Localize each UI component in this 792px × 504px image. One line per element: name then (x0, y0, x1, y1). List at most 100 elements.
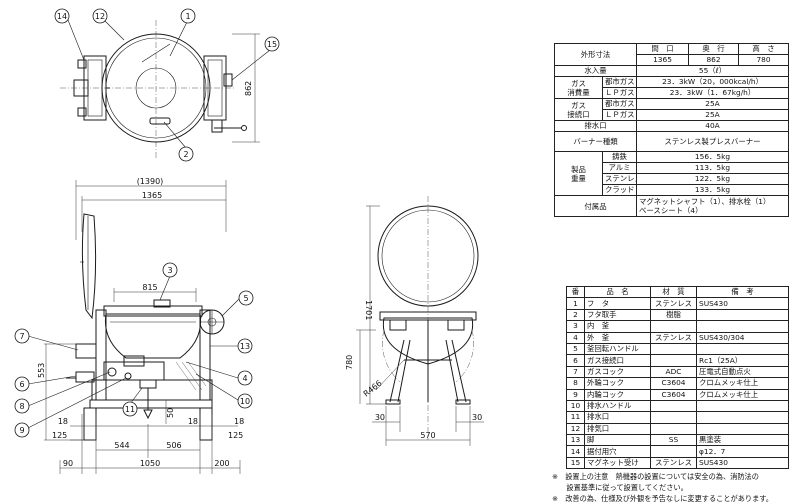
dim-leg-l: 18 (58, 417, 68, 426)
gas-conn-city-label: 都市ガス (601, 98, 638, 110)
weight-material: ステンレス (601, 173, 638, 185)
part-note: SUS430 (696, 456, 789, 470)
part-name: 脚 (584, 434, 651, 447)
weight-label: 製品 重量 (554, 151, 603, 196)
notes: ※ 設置上の注意 熱機器の設置については安全の為、消防法の 設置基準に従って設置… (552, 471, 790, 504)
part-note: 圧電式自動点火 (696, 365, 789, 379)
callout-8: 8 (19, 402, 24, 411)
size-header-width: 間 口 (636, 43, 690, 55)
dim-base: 1050 (140, 459, 160, 468)
part-material (650, 320, 697, 333)
size-header-depth: 奥 行 (688, 43, 740, 55)
part-material: ADC (650, 365, 697, 379)
part-note (696, 399, 789, 413)
part-name: 排水ハンドル (584, 399, 651, 413)
dim-span-570: 570 (420, 431, 435, 440)
callout-13: 13 (240, 342, 250, 351)
callout-4: 4 (242, 374, 247, 383)
size-value-height: 780 (738, 54, 790, 66)
part-material: ステンレス (650, 297, 697, 310)
gas-conn-lp: 25A (636, 109, 790, 121)
part-name: ガス接続口 (584, 354, 651, 367)
side-view: 1701 780 R466 30 30 570 (345, 196, 484, 446)
gas-use-lp-label: ＬＰガス (601, 87, 638, 99)
note-line: ※ 設置上の注意 熱機器の設置については安全の為、消防法の (552, 472, 759, 481)
weight-value: 133．5kg (636, 184, 790, 196)
part-name: 内 釜 (584, 320, 651, 333)
gas-use-city: 23．3kW（20，000kcal/h） (636, 76, 790, 88)
part-name: マグネット受け (584, 456, 651, 470)
dim-foot-l: 90 (63, 459, 73, 468)
part-number: 10 (566, 399, 585, 413)
weight-material: クラッド (601, 184, 638, 196)
size-value-width: 1365 (636, 54, 690, 66)
dim-h553: 553 (37, 363, 46, 378)
dim-h50: 50 (166, 408, 175, 418)
dim-height-1701: 1701 (364, 300, 373, 320)
gas-conn-label: ガス 接続口 (554, 98, 603, 121)
part-number: 8 (566, 377, 585, 390)
part-note: φ12．7 (696, 445, 789, 458)
part-note: 黒塗装 (696, 434, 789, 447)
gas-use-label: ガス 消費量 (554, 76, 603, 99)
part-name: ガスコック (584, 365, 651, 379)
callout-7: 7 (19, 332, 24, 341)
part-note: クロムメッキ仕上 (696, 377, 789, 390)
callout-14: 14 (57, 12, 67, 21)
capacity-label: 水入量 (553, 65, 638, 77)
burner-label: バーナー種類 (553, 131, 638, 152)
part-number: 5 (566, 342, 585, 356)
gas-use-city-label: 都市ガス (601, 76, 638, 88)
part-material (650, 411, 697, 424)
part-number: 9 (566, 388, 585, 401)
weight-material: 鋳鉄 (601, 151, 638, 163)
part-name: 排気口 (584, 422, 651, 436)
top-view: 862 14 12 1 15 2 (54, 8, 280, 162)
burner-value: ステンレス製プレスバーナー (636, 131, 790, 152)
weight-value: 113．5kg (636, 162, 790, 174)
part-number: 2 (566, 308, 585, 322)
callout-2: 2 (183, 150, 188, 159)
part-note: SUS430 (696, 297, 789, 310)
part-material: SS (650, 434, 697, 447)
note-line: 設置基準に従って設置してください。 (552, 483, 688, 492)
part-number: 3 (566, 320, 585, 333)
front-view: (1390) 1365 815 (14, 177, 254, 474)
part-material: ステンレス (650, 456, 697, 470)
accessory-line-2: ベースシート（4） (639, 206, 703, 215)
dim-offset-r: 125 (228, 431, 243, 440)
drain-value: 40A (636, 120, 790, 132)
part-material (650, 342, 697, 356)
part-number: 7 (566, 365, 585, 379)
part-number: 11 (566, 411, 585, 424)
gas-use-lp: 23．3kW（1．67kg/h） (636, 87, 790, 99)
callout-9: 9 (19, 426, 24, 435)
weight-value: 122．5kg (636, 173, 790, 185)
part-number: 6 (566, 354, 585, 367)
part-note (696, 411, 789, 424)
capacity-value: 55（ℓ） (636, 65, 790, 77)
callout-3: 3 (167, 266, 172, 275)
part-number: 15 (566, 456, 585, 470)
weight-material: アルミ (601, 162, 638, 174)
callout-1: 1 (185, 12, 190, 21)
part-material: ステンレス (650, 331, 697, 344)
accessory-line-1: マグネットシャフト（1）、排水栓（1） (639, 197, 771, 206)
size-value-depth: 862 (688, 54, 740, 66)
part-note: クロムメッキ仕上 (696, 388, 789, 401)
dim-overall: (1390) (137, 177, 164, 186)
size-label: 外形寸法 (553, 43, 638, 66)
dim-leg-r2: 18 (234, 417, 244, 426)
part-note: SUS430/304 (696, 331, 789, 344)
dim-width: 1365 (142, 191, 162, 200)
